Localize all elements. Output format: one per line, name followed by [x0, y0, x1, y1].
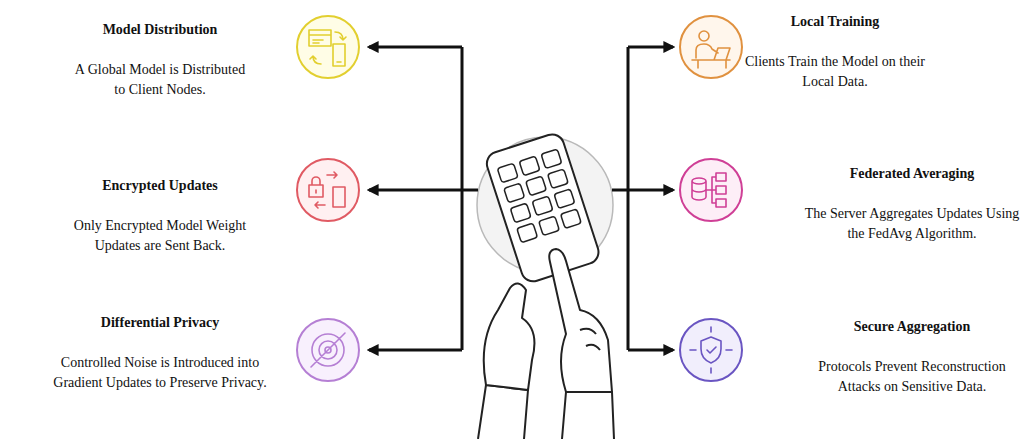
step-description: A Global Model is Distributed to Client … [72, 60, 248, 100]
key [541, 149, 562, 169]
step-icon [690, 327, 732, 373]
icon-outline [680, 319, 742, 381]
step-description: Clients Train the Model on their Local D… [744, 52, 926, 92]
finger-lines [580, 329, 600, 350]
key [554, 189, 575, 209]
step-heading: Local Training [744, 13, 926, 31]
key [548, 169, 569, 189]
step-icon-node: Encrypted UpdatesOnly Encrypted Model We… [295, 157, 361, 223]
branch-arrow [369, 46, 462, 49]
hands [478, 249, 614, 439]
text-group: Local TrainingClients Train the Model on… [744, 13, 926, 92]
icon-circle [678, 317, 744, 383]
branch-arrow [628, 189, 673, 192]
icon-outline [680, 16, 742, 78]
key [504, 183, 525, 203]
step-icon-node: Secure AggregationProtocols Prevent Reco… [678, 317, 744, 383]
step-icon-node: Local TrainingClients Train the Model on… [678, 14, 744, 80]
step-heading: Secure Aggregation [804, 318, 1020, 336]
key [510, 203, 531, 223]
step-icon [309, 172, 345, 208]
step-icon [692, 31, 730, 68]
step-icon [311, 333, 345, 367]
icon-outline [297, 16, 359, 78]
icon-circle [295, 14, 361, 80]
step-icon-node: Differential PrivacyControlled Noise is … [295, 317, 361, 383]
right-hand [549, 249, 612, 392]
icon-circle [295, 157, 361, 223]
step-heading: Encrypted Updates [64, 177, 256, 195]
step-icon [692, 173, 726, 207]
branch-arrow [628, 349, 673, 352]
spine-line [461, 47, 464, 350]
text-group: Secure AggregationProtocols Prevent Reco… [804, 318, 1020, 397]
step-heading: Differential Privacy [39, 314, 281, 332]
step-description: Only Encrypted Model Weight Updates are … [64, 216, 256, 256]
step-icon-node: Model DistributionA Global Model is Dist… [295, 14, 361, 80]
icon-outline [297, 319, 359, 381]
key [519, 156, 540, 176]
step-heading: Model Distribution [72, 21, 248, 39]
step-description: Controlled Noise is Introduced into Grad… [39, 353, 281, 393]
phone-body [484, 131, 602, 284]
key [526, 176, 547, 196]
hub-link [462, 189, 478, 192]
step-description: Protocols Prevent Reconstruction Attacks… [804, 357, 1020, 397]
left-hand [484, 283, 535, 390]
key [561, 209, 582, 229]
icon-outline [680, 159, 742, 221]
key [497, 163, 518, 183]
branch-arrow [369, 349, 462, 352]
icon-circle [678, 14, 744, 80]
key [539, 216, 560, 236]
step-description: The Server Aggregates Updates Using the … [804, 204, 1020, 244]
step-heading: Federated Averaging [804, 165, 1020, 183]
right-sleeve [562, 392, 614, 439]
branch-arrow [369, 189, 462, 192]
icon-circle [678, 157, 744, 223]
keypad [497, 149, 581, 243]
step-icon-node: Federated AveragingThe Server Aggregates… [678, 157, 744, 223]
text-group: Encrypted UpdatesOnly Encrypted Model We… [64, 177, 256, 256]
text-group: Model Distribution A Global Model is Dist… [72, 21, 248, 100]
text-group: Federated AveragingThe Server Aggregates… [804, 165, 1020, 244]
left-sleeve [478, 385, 528, 439]
spine-line [627, 47, 630, 350]
key [517, 223, 538, 243]
phone [484, 131, 602, 284]
key [532, 196, 553, 216]
icon-circle [295, 317, 361, 383]
text-group: Differential PrivacyControlled Noise is … [39, 314, 281, 393]
step-icon [309, 30, 346, 66]
hub-link [612, 189, 628, 192]
icon-outline [297, 159, 359, 221]
branch-arrow [628, 46, 673, 49]
